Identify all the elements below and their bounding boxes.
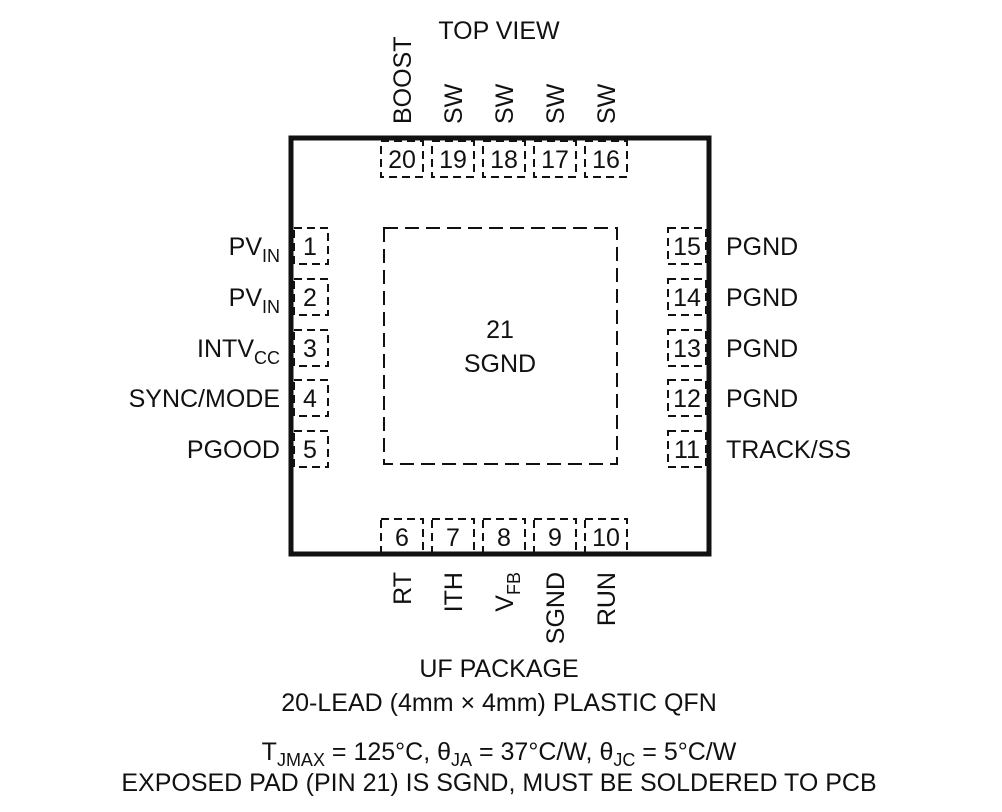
pin-pad-8 bbox=[482, 518, 526, 554]
pin-label-10: RUN bbox=[593, 572, 621, 626]
pin-label-18: SW bbox=[491, 83, 519, 124]
pin-number-17: 17 bbox=[541, 146, 569, 174]
pin-pad-12 bbox=[667, 379, 707, 417]
pin-number-6: 6 bbox=[395, 524, 409, 552]
pin-number-18: 18 bbox=[490, 146, 518, 174]
pin-label-17: SW bbox=[542, 83, 570, 124]
pin-pad-18 bbox=[482, 140, 526, 178]
pin-pad-9 bbox=[533, 518, 577, 554]
thermal-specs: TJMAX = 125°C, θJA = 37°C/W, θJC = 5°C/W bbox=[262, 738, 737, 770]
package-body bbox=[288, 135, 712, 557]
pin-pad-6 bbox=[380, 518, 424, 554]
pin-number-14: 14 bbox=[673, 284, 701, 312]
pin-number-16: 16 bbox=[592, 146, 620, 174]
pin-number-8: 8 bbox=[497, 524, 511, 552]
pin-label-20: BOOST bbox=[389, 36, 417, 124]
pin-label-16: SW bbox=[593, 83, 621, 124]
pin-label-11: TRACK/SS bbox=[726, 436, 851, 464]
pin-label-9: SGND bbox=[542, 572, 570, 644]
pin-pad-13 bbox=[667, 329, 707, 367]
pin-pad-15 bbox=[667, 227, 707, 265]
pin-pad-1 bbox=[293, 227, 329, 265]
pin-pad-14 bbox=[667, 278, 707, 316]
pin-label-13: PGND bbox=[726, 335, 798, 363]
pin-number-12: 12 bbox=[673, 385, 701, 413]
package-description: 20-LEAD (4mm × 4mm) PLASTIC QFN bbox=[281, 689, 717, 717]
pin-pad-3 bbox=[293, 329, 329, 367]
exposed-pad-name: SGND bbox=[464, 350, 536, 378]
exposed-pad-number: 21 bbox=[486, 316, 514, 344]
pin-label-6: RT bbox=[389, 572, 417, 605]
pin-label-12: PGND bbox=[726, 385, 798, 413]
pin-pad-10 bbox=[584, 518, 628, 554]
top-view-title: TOP VIEW bbox=[438, 17, 560, 45]
exposed-pad-note: EXPOSED PAD (PIN 21) IS SGND, MUST BE SO… bbox=[121, 769, 876, 797]
pin-label-3: INTVCC bbox=[197, 335, 280, 368]
pin-label-14: PGND bbox=[726, 284, 798, 312]
pin-number-11: 11 bbox=[674, 436, 700, 464]
pin-label-7: ITH bbox=[440, 572, 468, 612]
pin-pad-7 bbox=[431, 518, 475, 554]
pin-number-13: 13 bbox=[673, 335, 701, 363]
pin-number-20: 20 bbox=[388, 146, 416, 174]
pin-number-4: 4 bbox=[303, 385, 317, 413]
pin-number-9: 9 bbox=[548, 524, 562, 552]
pin-number-5: 5 bbox=[303, 436, 317, 464]
pin-pad-17 bbox=[533, 140, 577, 178]
exposed-pad bbox=[383, 227, 618, 465]
pin-pad-2 bbox=[293, 278, 329, 316]
pin-label-5: PGOOD bbox=[187, 436, 280, 464]
pin-number-3: 3 bbox=[303, 335, 317, 363]
pin-number-19: 19 bbox=[439, 146, 467, 174]
pin-pad-16 bbox=[584, 140, 628, 178]
pin-label-1: PVIN bbox=[229, 233, 280, 266]
pin-number-15: 15 bbox=[673, 233, 701, 261]
pin-label-2: PVIN bbox=[229, 284, 280, 317]
pin-pad-4 bbox=[293, 379, 329, 417]
pin-pad-19 bbox=[431, 140, 475, 178]
pin-number-7: 7 bbox=[446, 524, 460, 552]
package-name: UF PACKAGE bbox=[419, 655, 578, 683]
pin-pad-5 bbox=[293, 430, 329, 468]
pin-number-10: 10 bbox=[592, 524, 620, 552]
pin-label-19: SW bbox=[440, 83, 468, 124]
pin-label-8: VFB bbox=[491, 572, 524, 612]
pin-number-1: 1 bbox=[303, 233, 317, 261]
pin-pad-20 bbox=[380, 140, 424, 178]
pin-label-4: SYNC/MODE bbox=[129, 385, 280, 413]
pin-pad-11 bbox=[667, 430, 707, 468]
pin-label-15: PGND bbox=[726, 233, 798, 261]
pin-number-2: 2 bbox=[303, 284, 317, 312]
